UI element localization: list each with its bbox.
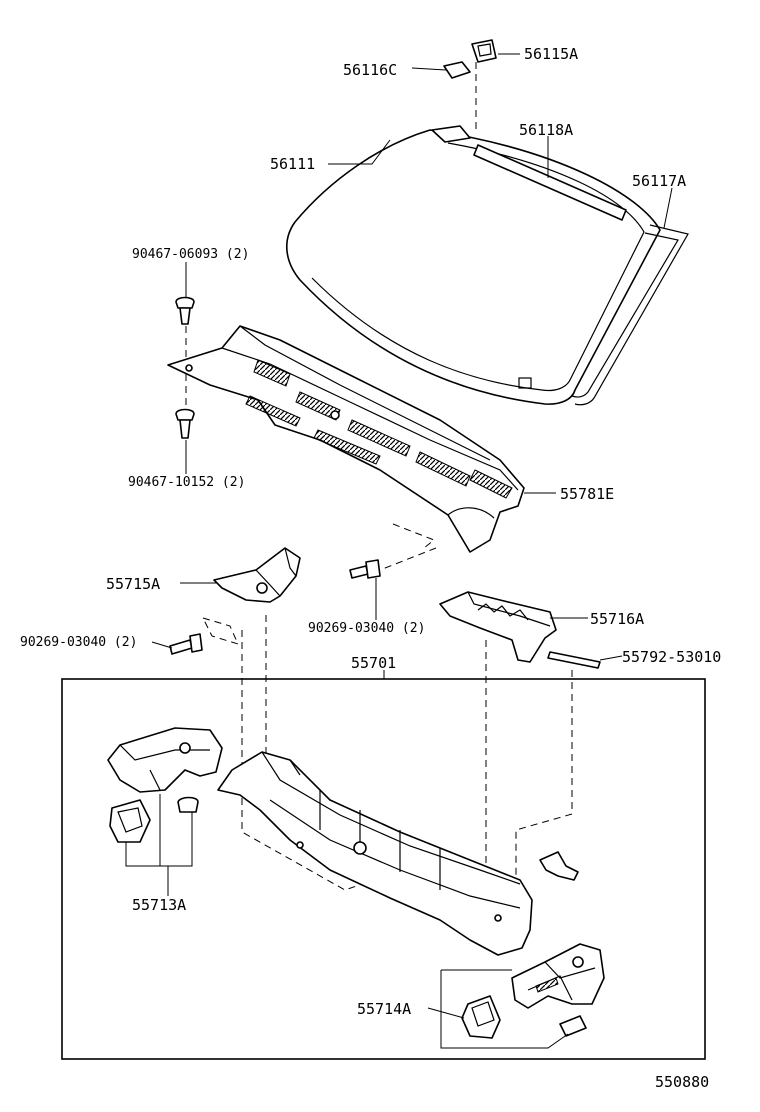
cowl-louver [167, 325, 525, 553]
glass-top-tab [431, 125, 471, 143]
label-90467-10152: 90467-10152 (2) [128, 475, 245, 490]
label-55716a: 55716A [590, 610, 644, 628]
label-55781e: 55781E [560, 485, 614, 503]
leader-lines [151, 53, 673, 896]
dash-right [515, 670, 573, 880]
label-diagram-number: 550880 [655, 1073, 709, 1091]
label-56115a: 56115A [524, 45, 578, 63]
top-moulding [473, 144, 627, 221]
label-55713a: 55713A [132, 896, 186, 914]
windshield-glass [285, 129, 661, 405]
clip-90467-06093 [175, 296, 195, 325]
small-bracket [539, 851, 579, 881]
sub-55713a [107, 727, 223, 867]
clip-56115a [471, 39, 497, 63]
side-moulding [571, 224, 689, 406]
plate-dash [392, 523, 435, 549]
bracket-55715a [213, 547, 301, 603]
label-90269-03040-center: 90269-03040 (2) [308, 621, 425, 636]
label-56117a: 56117A [632, 172, 686, 190]
label-55715a: 55715A [106, 575, 160, 593]
label-90269-03040-left: 90269-03040 (2) [20, 635, 137, 650]
clip-56116c [443, 61, 471, 79]
bolt-center [349, 559, 381, 579]
label-55714a: 55714A [357, 1000, 411, 1018]
label-55701: 55701 [351, 654, 396, 672]
cowl-panel-55701 [217, 751, 533, 956]
bolt-center-dash [379, 547, 437, 571]
sub-55714a [427, 943, 605, 1049]
label-56118a: 56118A [519, 121, 573, 139]
label-56111: 56111 [270, 155, 315, 173]
panel-55716a [439, 591, 557, 663]
seal-55792 [547, 651, 601, 669]
label-56116c: 56116C [343, 61, 397, 79]
clip-90467-10152 [175, 408, 195, 439]
bolt-left [169, 617, 239, 655]
label-90467-06093: 90467-06093 (2) [132, 247, 249, 262]
label-55792-53010: 55792-53010 [622, 648, 721, 666]
